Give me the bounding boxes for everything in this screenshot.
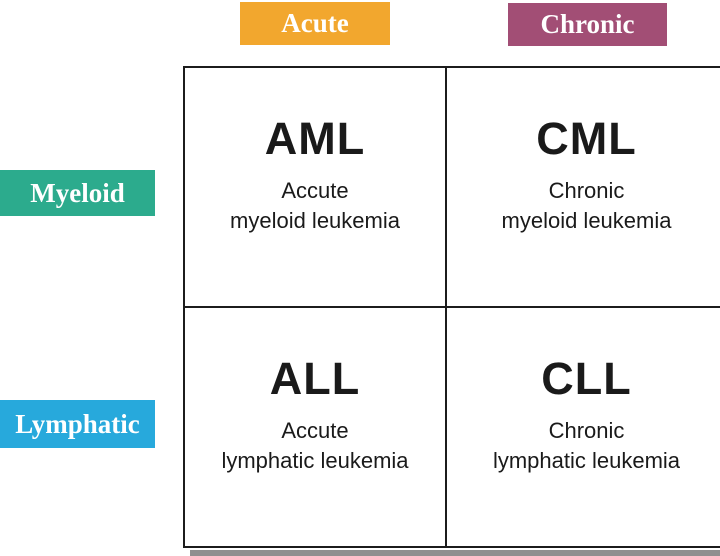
- matrix-grid: AML Accute myeloid leukemia CML Chronic …: [183, 66, 720, 548]
- cell-aml-description: Accute myeloid leukemia: [230, 176, 400, 235]
- cell-all-description: Accute lymphatic leukemia: [221, 416, 408, 475]
- cell-aml-description-line2: myeloid leukemia: [230, 208, 400, 233]
- row-label-lymphatic: Lymphatic: [0, 400, 155, 448]
- cell-all-description-line1: Accute: [281, 418, 349, 444]
- cell-all-acronym: ALL: [269, 353, 361, 405]
- row-label-myeloid: Myeloid: [0, 170, 155, 216]
- cell-cll: CLL Chronic lymphatic leukemia: [447, 308, 720, 546]
- cell-all-description-line2: lymphatic leukemia: [221, 448, 409, 473]
- cell-cml-description-line1: Chronic: [548, 178, 625, 204]
- cell-all: ALL Accute lymphatic leukemia: [185, 308, 447, 546]
- cell-cml-description-line2: myeloid leukemia: [501, 208, 672, 233]
- cell-cml-acronym: CML: [536, 113, 637, 165]
- column-header-chronic: Chronic: [508, 3, 667, 46]
- cell-cll-description-line2: lymphatic leukemia: [492, 448, 681, 473]
- cell-aml-description-line1: Accute: [281, 178, 349, 204]
- cell-cll-acronym: CLL: [541, 353, 632, 405]
- cell-cll-description: Chronic lymphatic leukemia: [493, 416, 680, 475]
- cell-cll-description-line1: Chronic: [548, 418, 625, 444]
- grid-shadow: [190, 550, 720, 556]
- cell-aml: AML Accute myeloid leukemia: [185, 68, 447, 308]
- cell-cml-description: Chronic myeloid leukemia: [502, 176, 672, 235]
- cell-aml-acronym: AML: [264, 113, 366, 165]
- cell-cml: CML Chronic myeloid leukemia: [447, 68, 720, 308]
- column-header-acute: Acute: [240, 2, 390, 45]
